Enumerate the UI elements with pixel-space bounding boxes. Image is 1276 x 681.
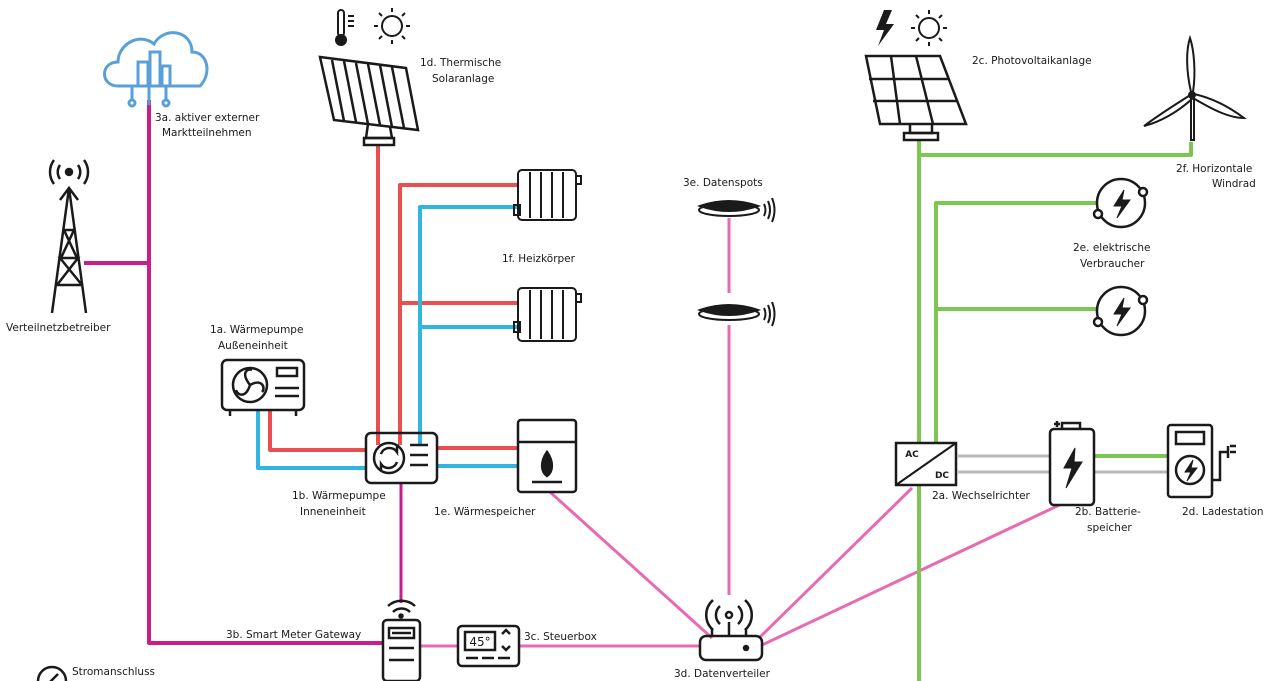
label-hp-indoor-2: Inneneinheit	[300, 506, 366, 518]
label-solar-thermal: 1d. Thermische	[420, 57, 501, 69]
labels: 3a. aktiver externer Marktteilnehmen Ver…	[6, 55, 1264, 680]
green-power-consumers	[934, 201, 1096, 445]
heat-pump-indoor-icon	[364, 431, 439, 485]
label-hp-outdoor: 1a. Wärmepumpe	[210, 324, 303, 336]
data-spot-icon-bottom	[696, 301, 776, 327]
label-market-participant-2: Marktteilnehmen	[162, 127, 252, 139]
label-control-box: 3c. Steuerbox	[524, 631, 597, 643]
consumer-icon-bottom	[1092, 285, 1149, 337]
wind-turbine-icon	[1143, 34, 1248, 141]
label-battery-2: speicher	[1087, 522, 1132, 534]
label-hp-outdoor-2: Außeneinheit	[218, 340, 288, 352]
lightning-icon	[876, 10, 894, 46]
hot-water-radiators	[398, 183, 518, 445]
cold-water-outdoor	[256, 410, 366, 470]
dc-line-battery	[958, 454, 1050, 474]
battery-icon	[1048, 421, 1096, 507]
consumer-icon-top	[1092, 177, 1149, 229]
thermostat-value: 45°	[469, 635, 490, 649]
label-wind-2: Windrad	[1212, 178, 1256, 190]
label-wind: 2f. Horizontale	[1176, 163, 1252, 175]
photovoltaic-panel-icon	[864, 54, 968, 142]
label-consumers-2: Verbraucher	[1080, 258, 1145, 270]
data-line-storage	[548, 490, 714, 640]
power-connection-icon	[36, 665, 68, 681]
radiator-icon-top	[513, 169, 582, 221]
inverter-icon: AC DC	[894, 441, 958, 487]
label-consumers: 2e. elektrische	[1073, 242, 1150, 254]
label-hp-indoor: 1b. Wärmepumpe	[292, 490, 386, 502]
inverter-dc-label: DC	[935, 471, 949, 481]
control-box-icon: 45°	[456, 624, 521, 668]
label-grid-operator: Verteilnetzbetreiber	[6, 322, 111, 334]
label-inverter: 2a. Wechselrichter	[932, 490, 1031, 502]
label-market-participant: 3a. aktiver externer	[155, 112, 260, 124]
inverter-ac-label: AC	[905, 450, 919, 460]
solar-thermal-panel-icon	[318, 55, 420, 147]
data-line-battery	[761, 498, 1071, 647]
label-photovoltaic: 2c. Photovoltaikanlage	[972, 55, 1092, 67]
radiator-icon-bottom	[513, 287, 582, 342]
data-line-inverter	[758, 486, 914, 639]
cold-water-radiators	[418, 205, 518, 445]
label-radiators: 1f. Heizkörper	[502, 253, 576, 265]
heat-pump-outdoor-icon	[220, 358, 306, 416]
label-battery: 2b. Batterie-	[1075, 506, 1141, 518]
charging-station-icon	[1166, 423, 1236, 499]
smart-meter-icon	[381, 599, 422, 681]
data-distributor-icon	[698, 599, 764, 662]
label-power-connection: Stromanschluss	[72, 666, 155, 678]
green-power-wind	[919, 142, 1193, 157]
thermometer-icon	[335, 9, 354, 46]
label-data-distributor: 3d. Datenverteiler	[674, 668, 771, 680]
heat-storage-icon	[516, 418, 578, 494]
label-heat-storage: 1e. Wärmespeicher	[434, 506, 536, 518]
hot-water-outdoor	[268, 410, 366, 452]
sun-icon	[374, 8, 410, 44]
label-charging-station: 2d. Ladestation	[1182, 506, 1264, 518]
grid-power-line	[84, 100, 383, 645]
label-smart-meter: 3b. Smart Meter Gateway	[226, 629, 361, 641]
cloud-icon	[103, 31, 209, 108]
label-solar-thermal-2: Solaranlage	[432, 73, 494, 85]
sun-icon-pv	[911, 10, 947, 46]
data-spot-icon-top	[696, 197, 776, 223]
transmission-tower-icon	[48, 159, 90, 314]
label-data-spots: 3e. Datenspots	[683, 177, 763, 189]
connection-lines	[84, 100, 1193, 681]
